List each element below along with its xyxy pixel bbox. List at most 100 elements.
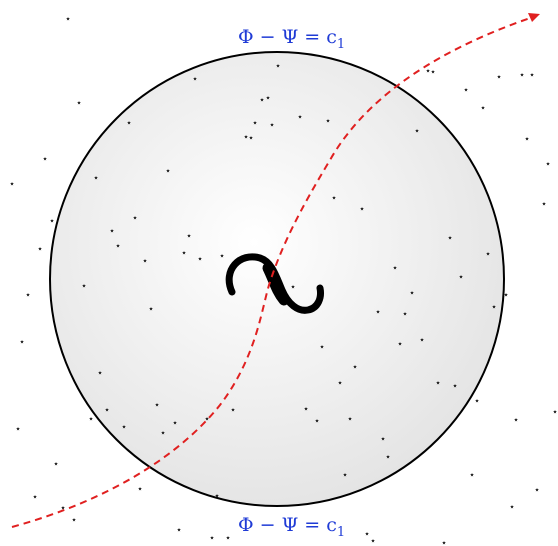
star-icon: ⋆ [154,400,160,411]
star-icon: ⋆ [25,290,31,301]
star-icon: ⋆ [463,85,469,96]
star-icon: ⋆ [214,491,220,502]
star-icon: ⋆ [121,422,127,433]
star-icon: ⋆ [325,116,331,127]
star-icon: ⋆ [491,302,497,313]
bottom-label: Φ − Ψ = c1 [238,514,345,540]
star-icon: ⋆ [359,204,365,215]
star-icon: ⋆ [42,154,48,165]
star-icon: ⋆ [297,112,303,123]
star-icon: ⋆ [419,335,425,346]
star-icon: ⋆ [81,281,87,292]
star-icon: ⋆ [76,98,82,109]
star-icon: ⋆ [430,67,436,78]
star-icon: ⋆ [9,179,15,190]
star-icon: ⋆ [503,290,509,301]
star-icon: ⋆ [265,93,271,104]
star-icon: ⋆ [342,470,348,481]
star-icon: ⋆ [252,118,258,129]
star-icon: ⋆ [148,304,154,315]
star-icon: ⋆ [303,404,309,415]
level-curve [11,15,537,528]
star-icon: ⋆ [65,14,71,25]
arrowhead-icon [528,13,540,22]
star-icon: ⋆ [259,95,265,106]
star-icon: ⋆ [290,282,296,293]
star-icon: ⋆ [397,339,403,350]
star-icon: ⋆ [219,251,225,262]
star-icon: ⋆ [172,418,178,429]
star-icon: ⋆ [447,233,453,244]
star-icon: ⋆ [385,452,391,463]
swirl-glyph-icon [225,253,324,314]
star-icon: ⋆ [534,485,540,496]
star-icon: ⋆ [142,256,148,267]
star-icon: ⋆ [97,368,103,379]
star-icon: ⋆ [452,381,458,392]
star-icon: ⋆ [49,216,55,227]
star-icon: ⋆ [469,470,475,481]
star-icon: ⋆ [480,103,486,114]
star-icon: ⋆ [485,249,491,260]
star-field: ⋆ ⋆ ⋆ ⋆ ⋆ ⋆ ⋆ ⋆ ⋆ ⋆ ⋆ ⋆ ⋆ ⋆ ⋆ ⋆ ⋆ ⋆ ⋆ ⋆ ⋆ ⋆ ⋆ ⋆ ⋆ ⋆ ⋆ ⋆ ⋆ ⋆ ⋆ ⋆ ⋆ ⋆ ⋆ ⋆ ⋆ ⋆ ⋆ ⋆… [9,14,558,546]
star-icon: ⋆ [529,70,535,81]
star-icon: ⋆ [337,378,343,389]
bottom-label-subscript: 1 [337,525,345,540]
star-icon: ⋆ [230,405,236,416]
star-icon: ⋆ [71,515,77,526]
star-icon: ⋆ [364,529,370,540]
star-icon: ⋆ [331,193,337,204]
top-label: Φ − Ψ = c1 [238,26,345,52]
star-icon: ⋆ [380,434,386,445]
star-icon: ⋆ [225,533,231,544]
star-icon: ⋆ [545,159,551,170]
star-icon: ⋆ [319,342,325,353]
star-icon: ⋆ [402,309,408,320]
star-icon: ⋆ [243,132,249,143]
star-icon: ⋆ [392,263,398,274]
star-icon: ⋆ [132,213,138,224]
star-icon: ⋆ [541,199,547,210]
star-icon: ⋆ [88,414,94,425]
star-icon: ⋆ [441,538,447,546]
top-label-subscript: 1 [337,37,345,52]
star-icon: ⋆ [269,120,275,131]
star-icon: ⋆ [275,61,281,72]
star-icon: ⋆ [197,254,203,265]
star-icon: ⋆ [375,307,381,318]
star-icon: ⋆ [93,173,99,184]
star-icon: ⋆ [458,272,464,283]
star-icon: ⋆ [314,416,320,427]
star-icon: ⋆ [53,459,59,470]
star-icon: ⋆ [181,248,187,259]
star-icon: ⋆ [126,118,132,129]
star-icon: ⋆ [409,288,415,299]
star-icon: ⋆ [496,72,502,83]
star-icon: ⋆ [352,362,358,373]
star-icon: ⋆ [435,378,441,389]
star-icon: ⋆ [192,74,198,85]
star-icon: ⋆ [115,241,121,252]
star-icon: ⋆ [37,244,43,255]
star-icon: ⋆ [513,415,519,426]
star-icon: ⋆ [552,407,558,418]
star-icon: ⋆ [414,126,420,137]
star-icon: ⋆ [209,533,215,544]
star-icon: ⋆ [137,484,143,495]
star-icon: ⋆ [248,133,254,144]
star-icon: ⋆ [370,536,376,546]
star-icon: ⋆ [519,70,525,81]
star-icon: ⋆ [160,428,166,439]
star-icon: ⋆ [109,226,115,237]
star-icon: ⋆ [186,231,192,242]
star-icon: ⋆ [474,396,480,407]
star-icon: ⋆ [509,502,515,513]
star-icon: ⋆ [15,424,21,435]
star-icon: ⋆ [104,405,110,416]
star-icon: ⋆ [32,492,38,503]
star-icon: ⋆ [165,166,171,177]
star-icon: ⋆ [60,503,66,514]
star-icon: ⋆ [347,414,353,425]
star-icon: ⋆ [204,414,210,425]
